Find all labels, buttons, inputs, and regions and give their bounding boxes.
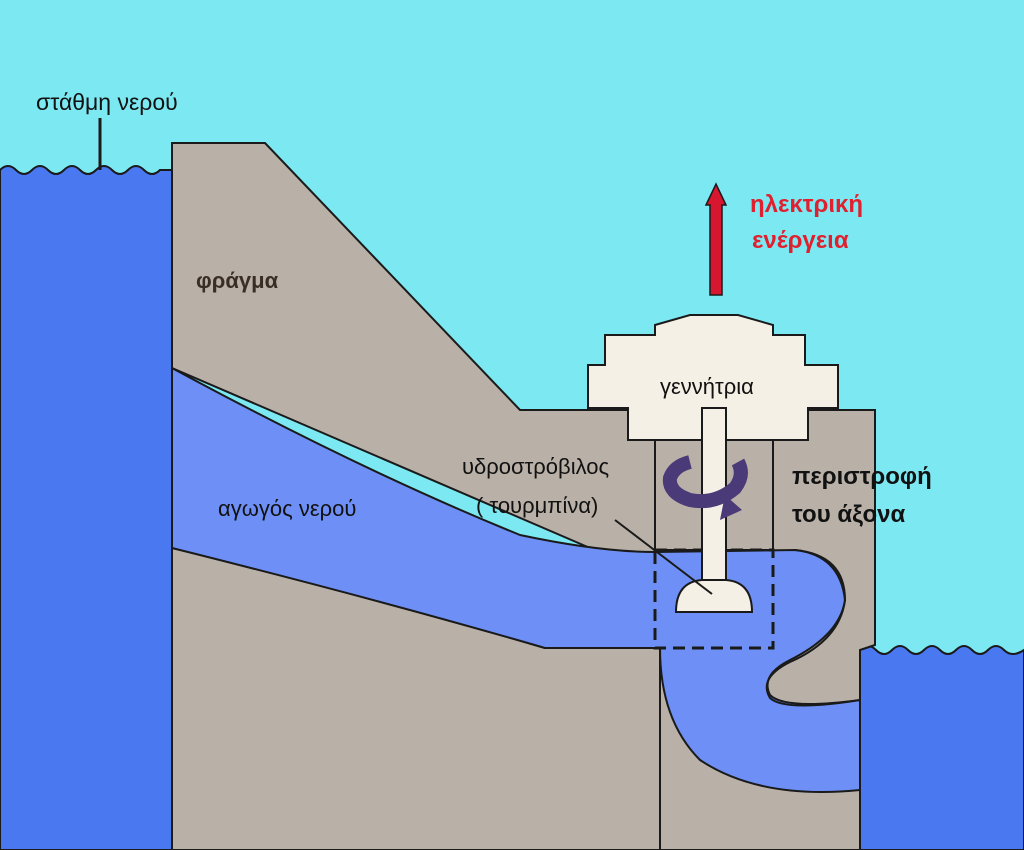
shaft-rotation-label-1: περιστροφή (792, 463, 932, 490)
spiral-casing (765, 549, 861, 707)
shaft-rotation-label-2: του άξονα (792, 501, 905, 528)
tailwater (859, 645, 1024, 850)
turbine-label-1: υδροστρόβιλος (462, 454, 609, 479)
electric-energy-label-2: ενέργεια (752, 227, 849, 254)
rotation-arrow-icon (662, 455, 748, 509)
water-level-label: στάθμη νερού (36, 89, 178, 115)
penstock-water (171, 366, 861, 793)
rotation-arrow-head (720, 495, 742, 520)
electric-energy-label-1: ηλεκτρική (750, 191, 863, 218)
dam-label: φράγμα (196, 268, 279, 293)
turbine-pointer (614, 519, 713, 595)
turbine-runner (674, 579, 754, 613)
penstock-label: αγωγός νερού (218, 496, 356, 521)
turbine-label-2: ( τουρμπίνα) (476, 493, 598, 518)
generator-label: γεννήτρια (660, 374, 754, 399)
reservoir-water (0, 165, 173, 850)
arrow-up-icon (704, 182, 728, 296)
